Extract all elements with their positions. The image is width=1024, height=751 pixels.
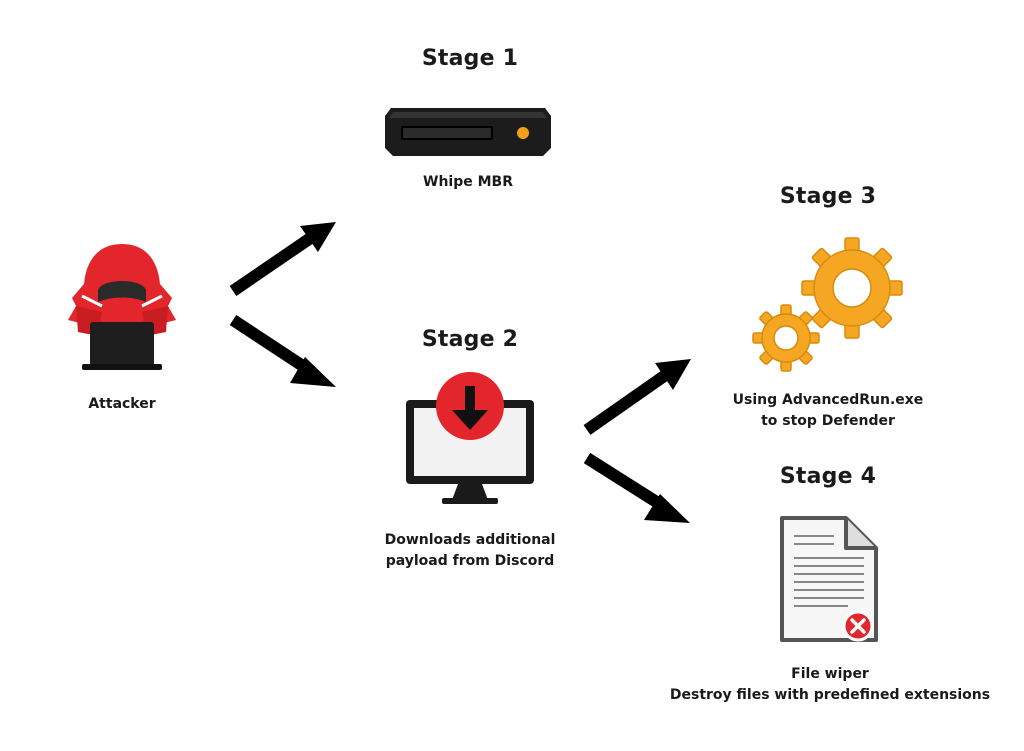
arrow-stage-2-to-stage-4 <box>583 452 690 523</box>
stage-4-caption: File wiper Destroy files with predefined… <box>660 664 1000 706</box>
stage-2-caption: Downloads additional payload from Discor… <box>370 530 570 572</box>
stage-1-title: Stage 1 <box>421 46 519 71</box>
stage-2-caption-line-1: Downloads additional <box>384 532 556 548</box>
stage-2-caption-line-2: payload from Discord <box>385 553 555 569</box>
stage-2-title: Stage 2 <box>421 327 519 352</box>
stage-3-title: Stage 3 <box>779 184 877 209</box>
attacker-label: Attacker <box>88 396 156 412</box>
arrow-attacker-to-stage-2 <box>229 314 336 387</box>
arrow-stage-2-to-stage-3 <box>583 359 691 435</box>
stage-3-caption-line-2: to stop Defender <box>761 413 895 429</box>
attacker-icon <box>62 240 182 375</box>
stage-1-caption: Whipe MBR <box>423 174 513 190</box>
gears-icon <box>752 236 908 372</box>
stage-4-caption-line-1: File wiper <box>791 666 869 682</box>
deleted-file-icon <box>776 514 882 646</box>
stage-4-caption-line-2: Destroy files with predefined extensions <box>669 687 991 703</box>
arrow-attacker-to-stage-1 <box>229 222 336 296</box>
monitor-download-icon <box>402 370 538 510</box>
stage-3-caption: Using AdvancedRun.exe to stop Defender <box>718 390 938 432</box>
stage-3-caption-line-1: Using AdvancedRun.exe <box>732 392 924 408</box>
hard-drive-icon <box>383 106 553 158</box>
stage-4-title: Stage 4 <box>779 464 877 489</box>
